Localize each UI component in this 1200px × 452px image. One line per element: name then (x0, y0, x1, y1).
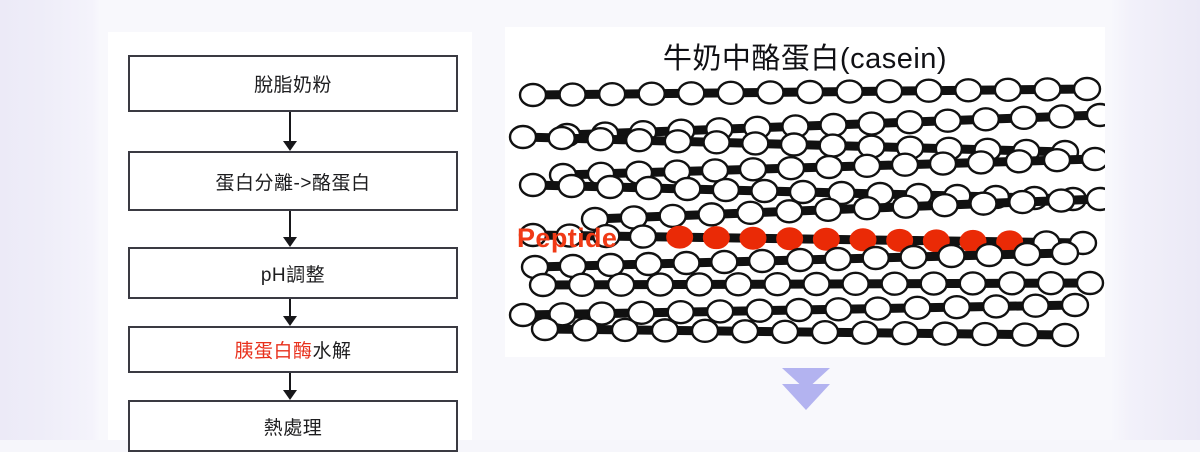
peptide-callout-label: Peptide (517, 223, 618, 253)
casein-network-illustration (508, 76, 1105, 348)
arrow-shaft (289, 112, 291, 141)
casein-figure-title: 牛奶中酪蛋白(casein) (662, 43, 948, 75)
arrow-head (283, 316, 297, 326)
flow-step-label-highlight: 胰蛋白酶 (234, 341, 313, 362)
slide-canvas: 脫脂奶粉 蛋白分離->酪蛋白 pH調整 胰蛋白酶水解 熱處理 (108, 27, 1105, 452)
flow-step-label: pH調整 (260, 264, 326, 286)
flow-connector-arrow-4 (282, 373, 298, 400)
flow-connector-arrow-1 (282, 112, 298, 151)
arrow-shaft (289, 299, 291, 316)
flow-step-label: 脫脂奶粉 (253, 75, 332, 96)
arrow-shaft (289, 211, 291, 237)
flow-step-protein-separation-casein[interactable]: 蛋白分離->酪蛋白 (128, 151, 458, 211)
flowchart-panel: 脫脂奶粉 蛋白分離->酪蛋白 pH調整 胰蛋白酶水解 熱處理 (108, 32, 472, 452)
flow-step-skim-milk-powder[interactable]: 脫脂奶粉 (128, 55, 458, 112)
arrow-head (283, 237, 297, 247)
flow-step-ph-adjustment[interactable]: pH調整 (128, 247, 458, 299)
double-chevron-down-icon (782, 368, 830, 410)
flow-step-heat-treatment[interactable]: 熱處理 (128, 400, 458, 452)
flow-step-label: 蛋白分離->酪蛋白 (215, 172, 371, 194)
flow-step-label: 熱處理 (263, 417, 323, 439)
flow-step-label-rest: 水解 (312, 341, 352, 362)
flow-step-trypsin-hydrolysis[interactable]: 胰蛋白酶水解 (128, 326, 458, 373)
arrow-head (283, 390, 297, 400)
arrow-shaft (289, 373, 291, 390)
flow-connector-arrow-2 (282, 211, 298, 247)
casein-figure-panel: 牛奶中酪蛋白(casein) Peptide (505, 27, 1105, 357)
arrow-head (283, 141, 297, 151)
flow-connector-arrow-3 (282, 299, 298, 326)
